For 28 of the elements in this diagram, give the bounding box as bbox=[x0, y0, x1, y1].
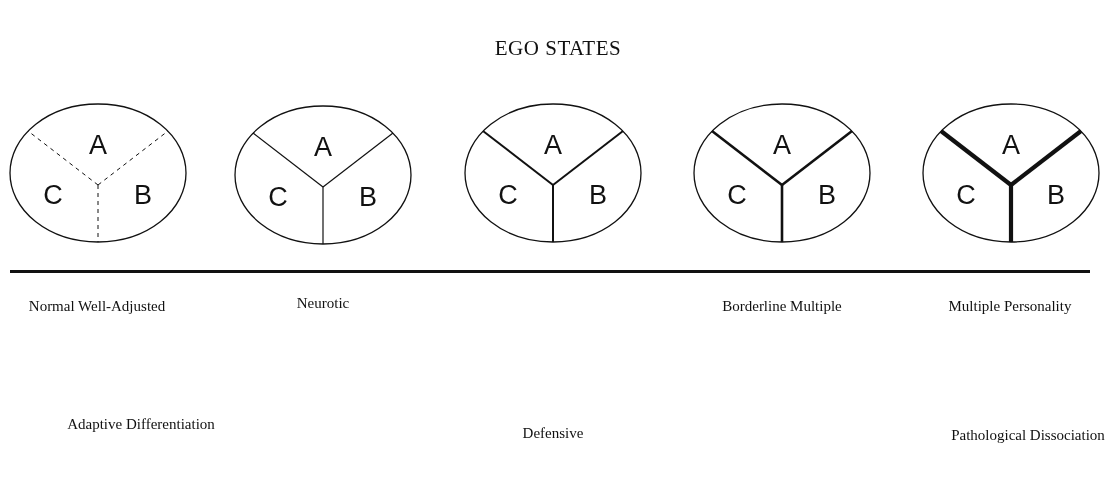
ego-state-letter: A bbox=[314, 133, 332, 161]
ego-state-letter: C bbox=[727, 181, 747, 209]
ego-state-letter: C bbox=[268, 183, 288, 211]
ego-state-letter: B bbox=[359, 183, 377, 211]
spectrum-label: Adaptive Differentiation bbox=[67, 416, 215, 433]
ego-state-letter: B bbox=[134, 181, 152, 209]
diagram-title: EGO STATES bbox=[493, 36, 623, 61]
ego-state-letter: C bbox=[498, 181, 518, 209]
ego-state-letter: A bbox=[544, 131, 562, 159]
ego-state-letter: B bbox=[589, 181, 607, 209]
ego-state-letter: C bbox=[43, 181, 63, 209]
ego-state-letter: C bbox=[956, 181, 976, 209]
state-caption: Normal Well-Adjusted bbox=[27, 297, 167, 316]
ego-state-circle bbox=[9, 103, 187, 243]
ego-state-circle bbox=[693, 103, 871, 243]
ego-state-circle bbox=[234, 105, 412, 245]
spectrum-label: Pathological Dissociation bbox=[951, 427, 1105, 444]
ego-state-circle bbox=[922, 103, 1100, 243]
ego-state-letter: B bbox=[818, 181, 836, 209]
spectrum-label: Defensive bbox=[522, 425, 584, 442]
ego-state-letter: A bbox=[773, 131, 791, 159]
state-caption: Borderline Multiple bbox=[721, 297, 843, 316]
ego-state-letter: A bbox=[89, 131, 107, 159]
ego-state-letter: A bbox=[1002, 131, 1020, 159]
ego-state-letter: B bbox=[1047, 181, 1065, 209]
state-caption: Neurotic bbox=[295, 294, 351, 313]
state-caption: Multiple Personality bbox=[947, 297, 1073, 316]
ego-state-circle bbox=[464, 103, 642, 243]
